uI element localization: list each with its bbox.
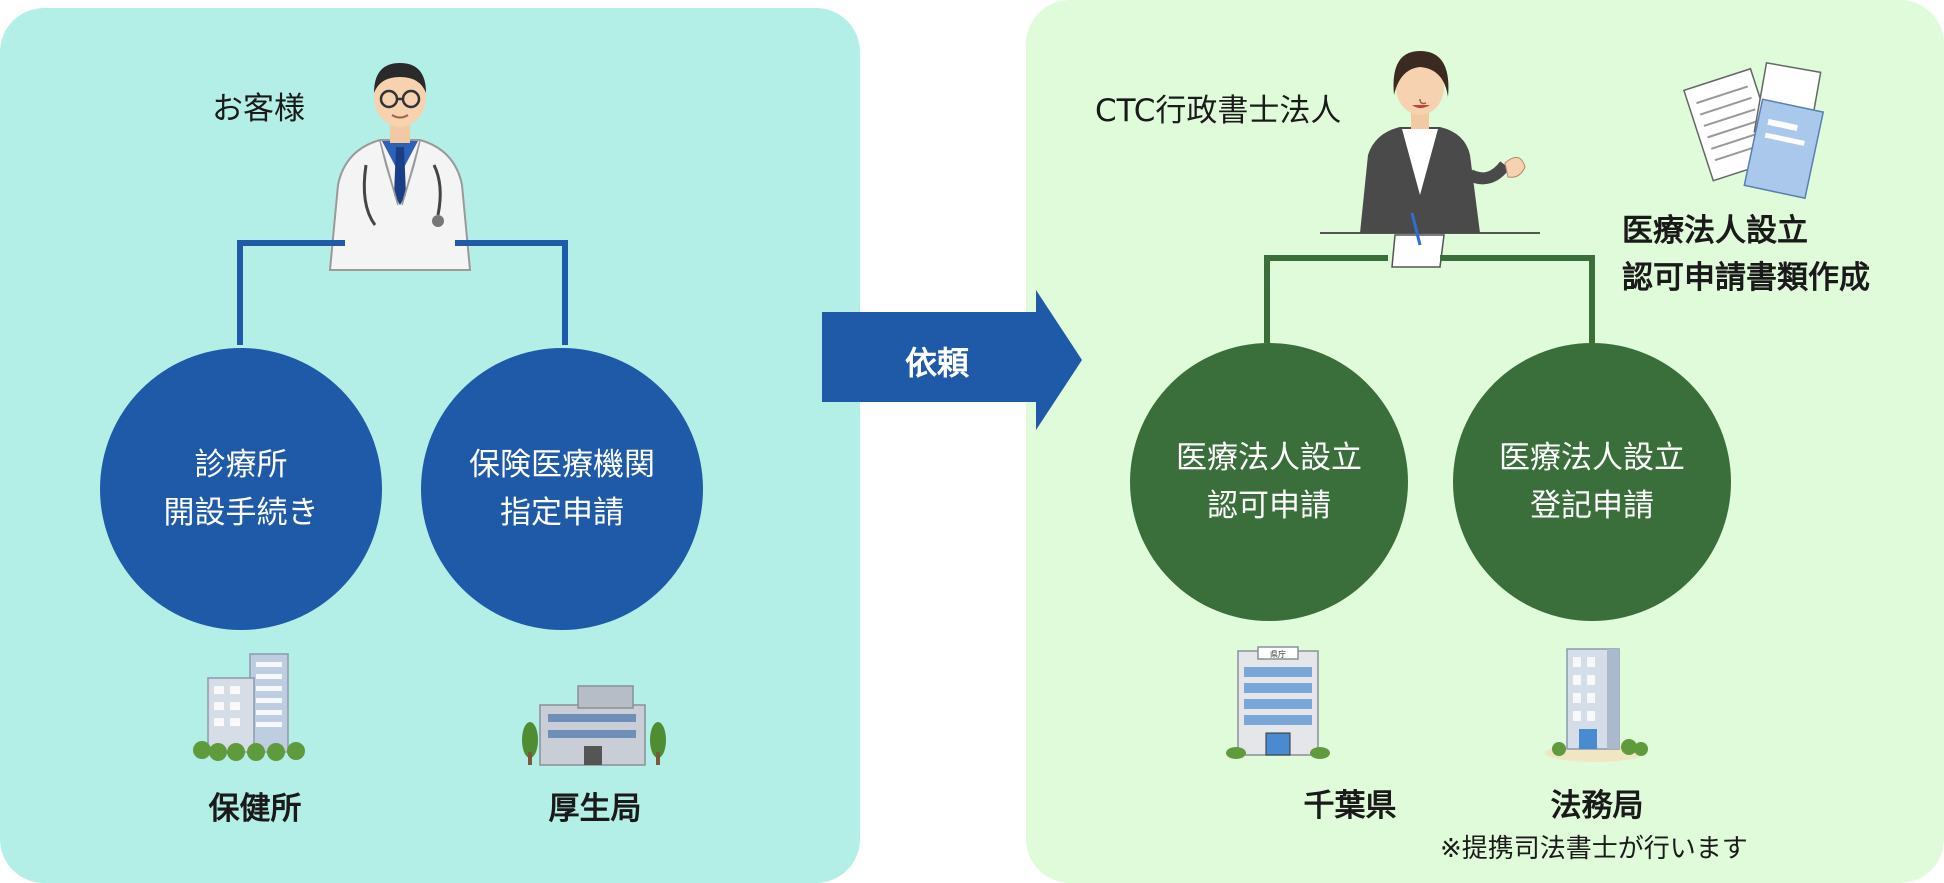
doctor-icon	[328, 63, 472, 271]
authorization-application-circle: 医療法人設立 認可申請	[1130, 343, 1408, 621]
clinic-opening-line1: 診療所	[194, 447, 288, 483]
documents-label-line2: 認可申請書類作成	[1622, 260, 1870, 296]
regional-bureau-label: 厚生局	[548, 791, 642, 827]
insurance-designation-line1: 保険医療機関	[469, 447, 655, 483]
firm-label: CTC行政書士法人	[1095, 93, 1342, 129]
client-label: お客様	[212, 91, 305, 127]
documents-label-line1: 医療法人設立	[1622, 213, 1808, 249]
health-center-building-icon	[193, 653, 305, 761]
documents-icon	[1682, 61, 1825, 200]
authorization-line1: 医療法人設立	[1176, 440, 1362, 476]
left-connector-lines	[237, 240, 568, 345]
prefectural-office-building-icon: 県庁	[1226, 646, 1330, 759]
request-arrow	[822, 290, 1082, 430]
registration-line1: 医療法人設立	[1499, 440, 1685, 476]
partner-scrivener-note: ※提携司法書士が行います	[1440, 834, 1748, 864]
clinic-opening-line2: 開設手続き	[163, 495, 319, 531]
authorization-line2: 認可申請	[1207, 488, 1331, 524]
regional-bureau-building-icon	[522, 685, 666, 766]
registration-application-circle: 医療法人設立 登記申請	[1453, 343, 1731, 621]
legal-affairs-bureau-label: 法務局	[1550, 788, 1644, 824]
insurance-designation-circle: 保険医療機関 指定申請	[421, 348, 703, 630]
prefectural-office-sign: 県庁	[1270, 649, 1286, 659]
insurance-designation-line2: 指定申請	[500, 495, 624, 531]
clinic-opening-circle: 診療所 開設手続き	[100, 348, 382, 630]
health-center-label: 保健所	[208, 791, 302, 827]
chiba-prefecture-label: 千葉県	[1303, 788, 1397, 824]
registration-line2: 登記申請	[1530, 488, 1654, 524]
legal-affairs-bureau-building-icon	[1545, 648, 1648, 762]
request-arrow-label: 依頼	[905, 344, 970, 382]
businesswoman-icon	[1320, 51, 1540, 268]
